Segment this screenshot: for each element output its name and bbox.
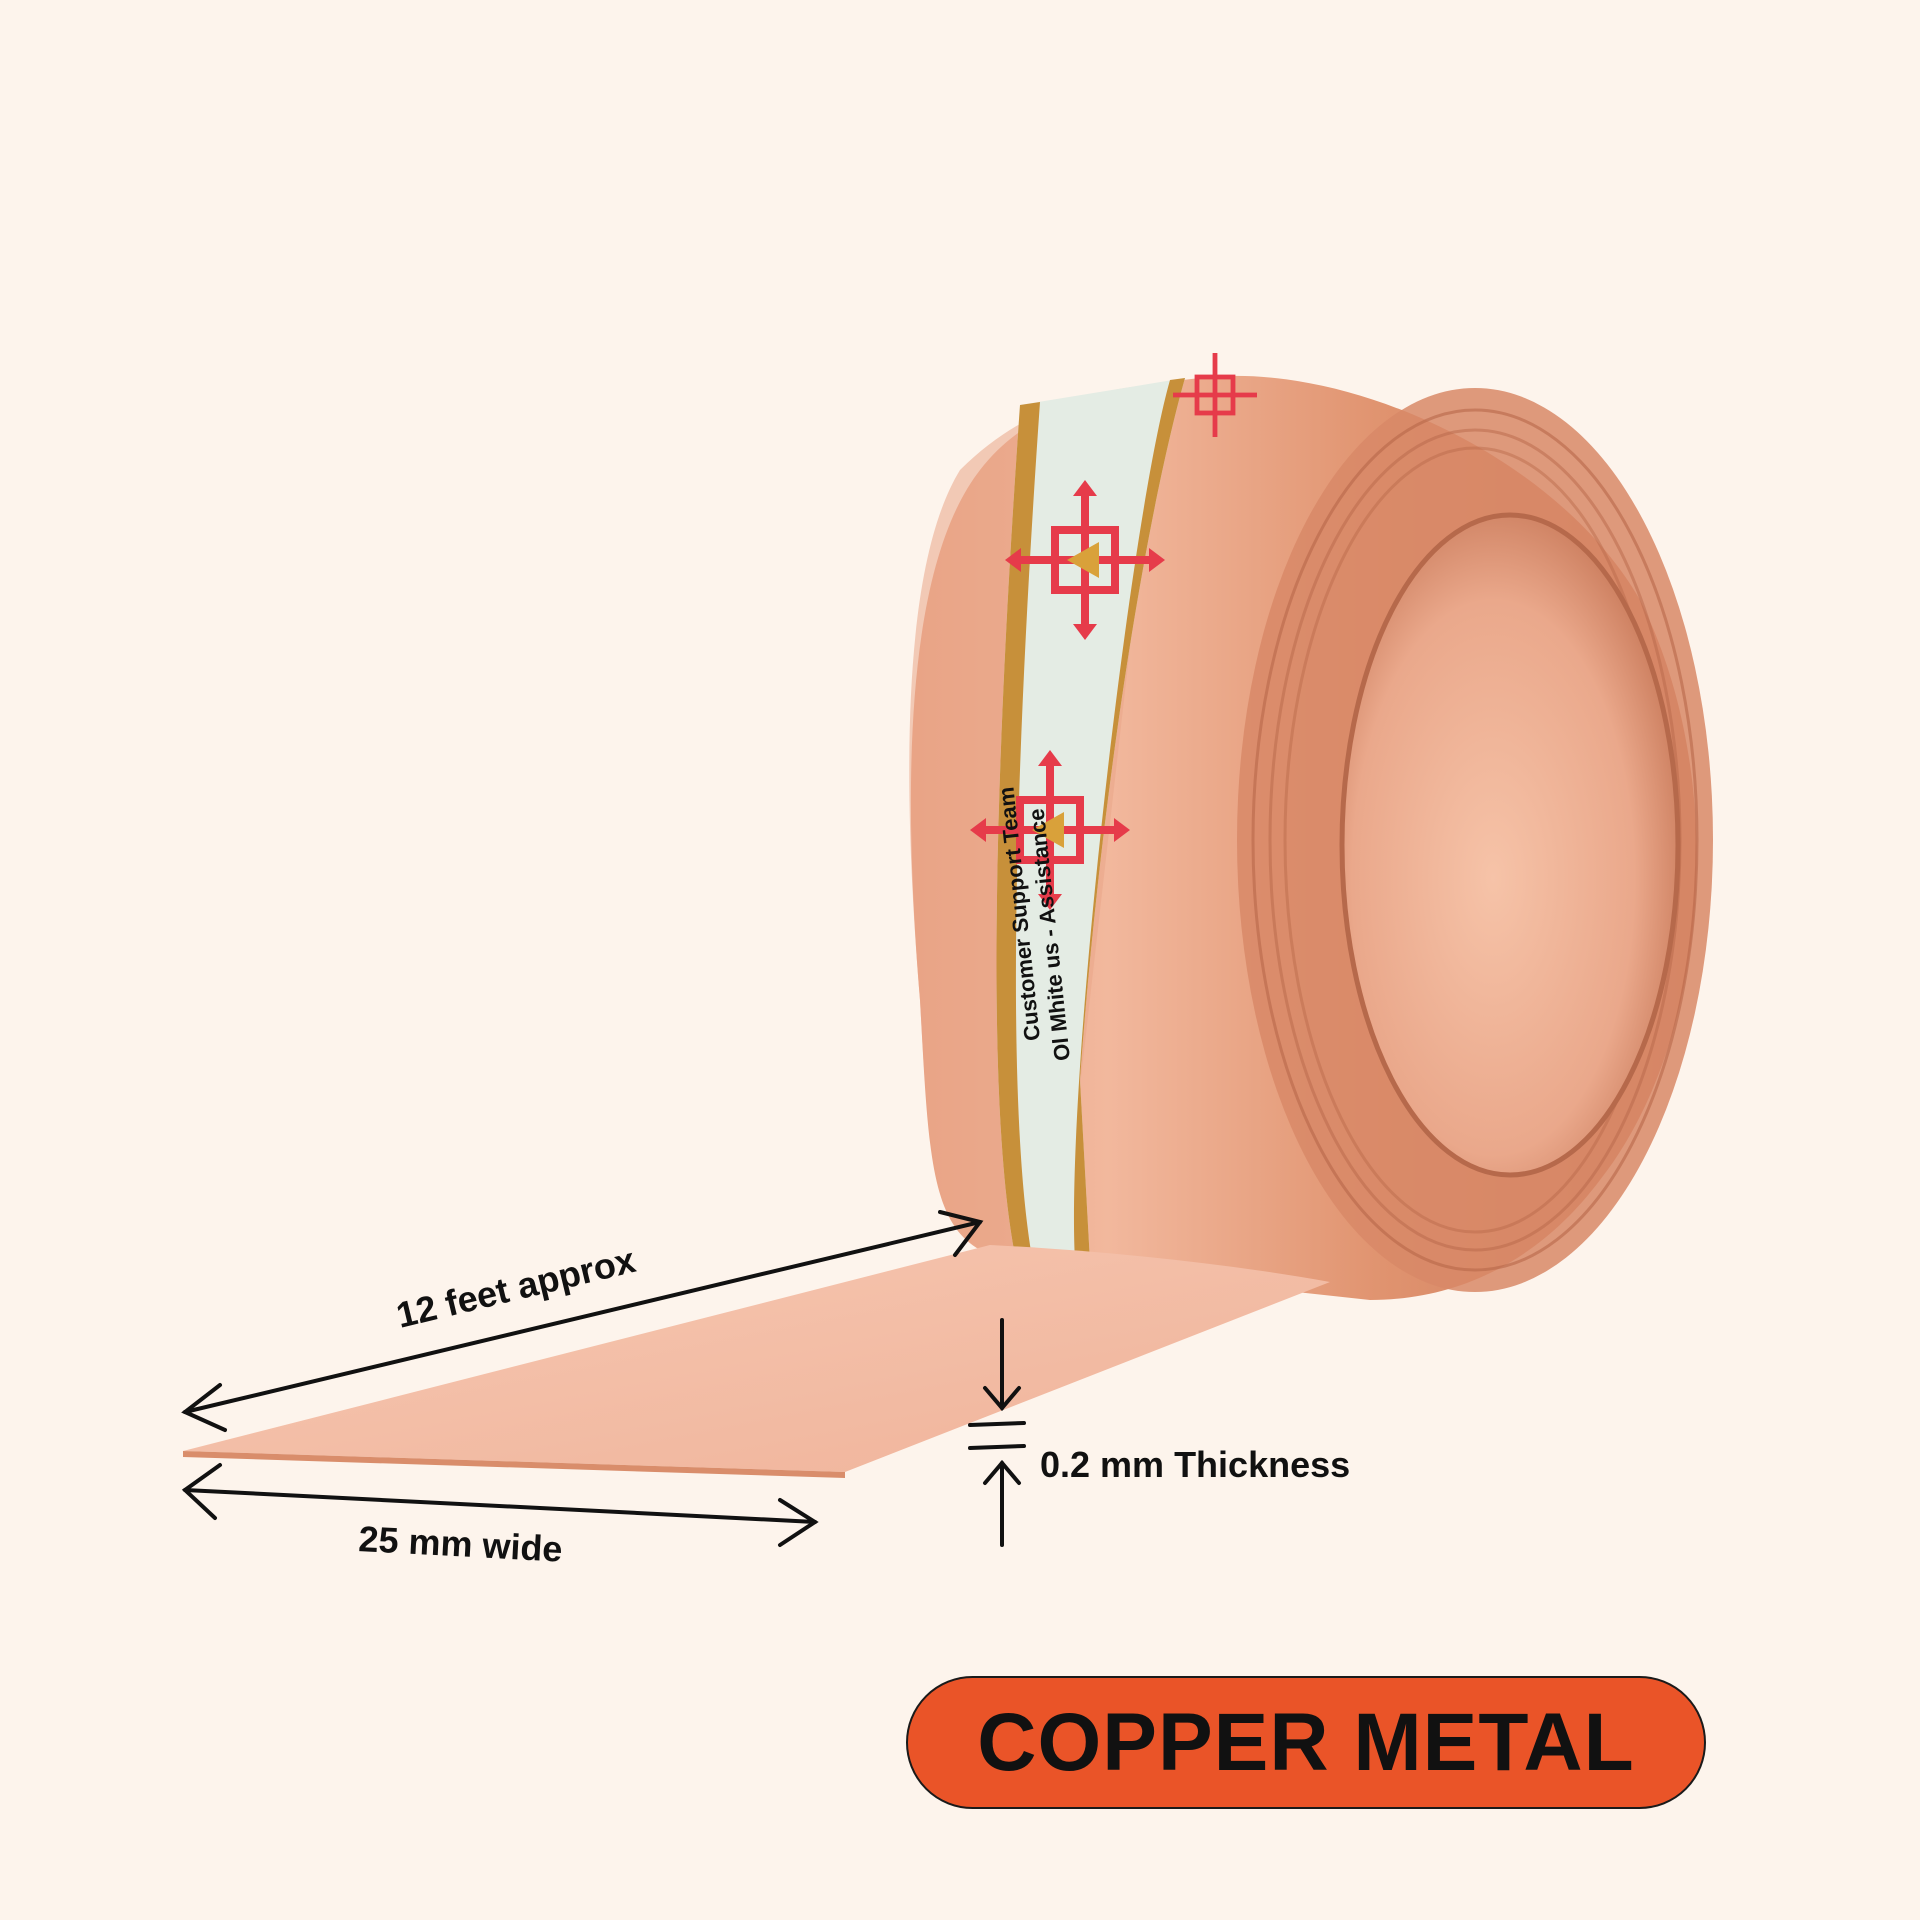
yantra-logo-icon [1005, 480, 1165, 640]
width-label: 25 mm wide [358, 1518, 564, 1570]
length-label: 12 feet approx [392, 1239, 639, 1336]
roll-label-band: Customer Support Team Ol Mhite us - Assi… [970, 352, 1258, 1262]
dimension-arrows [181, 1210, 1026, 1547]
copper-metal-badge: COPPER METAL [906, 1676, 1706, 1809]
copper-strip [183, 1245, 1330, 1472]
thickness-label: 0.2 mm Thickness [1040, 1444, 1350, 1485]
badge-label: COPPER METAL [977, 1696, 1635, 1788]
yantra-logo-icon [970, 750, 1130, 910]
yantra-logo-icon [1172, 352, 1258, 438]
